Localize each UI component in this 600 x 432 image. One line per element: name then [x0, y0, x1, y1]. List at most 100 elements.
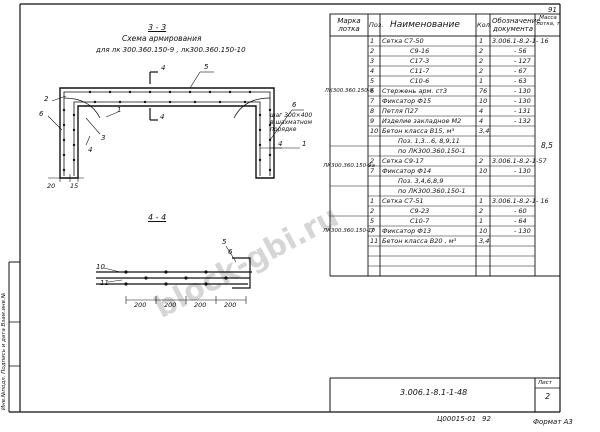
row-name: Сетка С7-50 [382, 37, 424, 45]
header-qty: Кол. [477, 21, 492, 29]
row-pos: 6 [370, 87, 375, 95]
row-qty: 2 [479, 47, 484, 55]
label-44-10: 10 [96, 263, 105, 271]
row-doc: 3.006.1-8.2-1- 16 [492, 197, 549, 205]
header-mark: Марка лотка [337, 17, 361, 33]
row-name: Поз. 3,4,6,8,9 [398, 177, 444, 185]
mark-main: ЛК300.360.150-9 [325, 36, 374, 146]
row-pos: 5 [370, 217, 375, 225]
row-doc: - 132 [514, 117, 531, 125]
row-pos: 10 [370, 127, 379, 135]
row-qty: 2 [479, 207, 484, 215]
row-name: С10-7 [410, 217, 430, 225]
row-doc: 3.006.1-8.2-1-57 [492, 157, 547, 165]
row-pos: 7 [370, 167, 375, 175]
label-5: 5 [204, 63, 209, 71]
dim-lines [48, 174, 84, 182]
drawing-33-title-1: Схема армирования [122, 34, 202, 43]
sheet-label: Лист [538, 380, 552, 386]
label-44-11: 11 [100, 279, 109, 287]
drawing-44 [96, 245, 252, 304]
dim-200-2: 200 [164, 301, 177, 309]
dim-200-4: 200 [224, 301, 237, 309]
row-qty: 2 [479, 57, 484, 65]
dim-15-a: 15 [70, 182, 79, 190]
row-qty: 4 [479, 117, 484, 125]
page-number: 91 [548, 6, 557, 14]
dim-20-a: 20 [47, 182, 56, 190]
row-qty: 2 [479, 67, 484, 75]
row-name: С17-3 [410, 57, 430, 65]
row-doc: - 130 [514, 97, 531, 105]
section-mark-44: 4 - 4 [148, 213, 167, 222]
row-name: Изделие закладное М2 [382, 117, 462, 125]
mass-value: 8,5 [541, 141, 553, 150]
row-pos: 1 [370, 37, 375, 45]
row-qty: 4 [479, 107, 484, 115]
mark-9a: ЛК300.360.150-9а [323, 146, 375, 186]
row-qty: 1 [479, 217, 484, 225]
rebar [63, 91, 271, 176]
sheet-number: 2 [545, 392, 551, 401]
row-name: Поз. 1,3...6, 8,9,11 [398, 137, 460, 145]
label-6-left: 6 [39, 110, 44, 118]
row-doc: - 60 [514, 207, 527, 215]
row-doc: - 63 [514, 77, 527, 85]
row-qty: 10 [479, 227, 488, 235]
row-pos: 7 [370, 227, 375, 235]
section-cut [149, 71, 158, 121]
row-qty: 76 [479, 87, 488, 95]
row-pos: 9 [370, 117, 375, 125]
row-pos: 11 [370, 237, 379, 245]
row-doc: - 130 [514, 167, 531, 175]
header-pos: Поз. [369, 21, 384, 29]
row-qty: 1 [479, 37, 484, 45]
row-name: С11-7 [410, 67, 430, 75]
label-4-bottom: 4 [88, 146, 93, 154]
doc-code: 3.006.1-8.1-1-48 [400, 388, 468, 397]
row-pos: 4 [370, 67, 375, 75]
mark-main-text: ЛК300.360.150-9 [324, 88, 374, 94]
row-qty: 3,4 [479, 127, 490, 135]
row-name: Сетка С9-17 [382, 157, 424, 165]
row-doc: 3.006.1-8.2-1- 16 [492, 37, 549, 45]
row-pos: 7 [370, 97, 375, 105]
label-1-right: 1 [302, 140, 307, 148]
dim-44 [103, 245, 247, 304]
mark-10: ЛК300.360.150-10 [323, 186, 375, 276]
row-name: С10-6 [410, 77, 430, 85]
row-name: Петля П27 [382, 107, 418, 115]
trough-outline [59, 87, 275, 179]
dim-200-3: 200 [194, 301, 207, 309]
row-doc: - 56 [514, 47, 527, 55]
label-1-a: 1 [117, 106, 122, 114]
slab-dots [124, 270, 228, 286]
rebar-dots [62, 90, 272, 172]
label-6-right: 6 [292, 101, 297, 109]
row-doc: - 64 [514, 217, 527, 225]
row-name: Стержень арм. ст3 [382, 87, 448, 95]
row-pos: 2 [370, 157, 375, 165]
header-name: Наименование [390, 20, 460, 30]
row-qty: 10 [479, 167, 488, 175]
row-name: Бетон класса В20 , м³ [382, 237, 457, 245]
row-pos: 2 [370, 47, 375, 55]
row-qty: 2 [479, 157, 484, 165]
row-name: Сетка С7-51 [382, 197, 424, 205]
row-name: Фиксатор Ф13 [382, 227, 432, 235]
label-4-top: 4 [161, 64, 166, 72]
format-label: Формат А3 [533, 418, 573, 426]
row-name: С9-16 [410, 47, 430, 55]
label-2: 2 [44, 95, 49, 103]
row-qty: 3,4 [479, 237, 490, 245]
header-mass: Масса лотка, т [536, 15, 560, 27]
label-44-5: 5 [222, 238, 227, 246]
row-qty: 1 [479, 77, 484, 85]
label-4-mid: 4 [160, 113, 165, 121]
row-name: Бетон класса В15, м³ [382, 127, 455, 135]
label-44-6: 6 [228, 248, 233, 256]
row-name: Фиксатор Ф14 [382, 167, 432, 175]
dim-200-1: 200 [134, 301, 147, 309]
drawing-33 [47, 71, 304, 182]
